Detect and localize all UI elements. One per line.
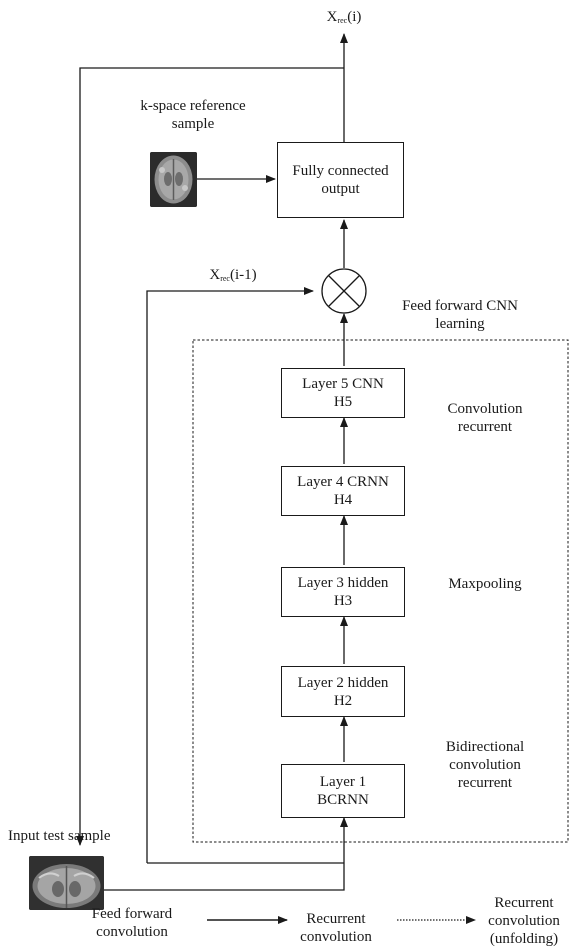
- layer-3-box: Layer 3 hidden H3: [281, 567, 405, 617]
- input-brain-image: [29, 856, 104, 910]
- input-to-layer1-arrow: [104, 817, 348, 891]
- input-label: Input test sample: [8, 828, 111, 844]
- layer-2-box: Layer 2 hidden H2: [281, 666, 405, 717]
- maxpooling-label: Maxpooling: [448, 576, 522, 592]
- convolution-recurrent-label: Convolution recurrent: [447, 401, 523, 435]
- output-label: Xrec(i): [326, 9, 362, 25]
- prev-output-label: Xrec(i-1): [209, 267, 257, 283]
- layer-1-box: Layer 1 BCRNN: [281, 764, 405, 818]
- reference-brain-image: [150, 152, 197, 207]
- feed-forward-region: [192, 339, 569, 843]
- bidirectional-label: Bidirectional convolution recurrent: [445, 739, 525, 791]
- fully-connected-box: Fully connected output: [277, 142, 404, 218]
- legend-recurrent: Recurrent convolution: [300, 911, 372, 945]
- prev-to-multiply-arrow: [146, 287, 314, 863]
- reference-label: k-space reference sample: [140, 98, 246, 132]
- legend-feed-forward: Feed forward convolution: [91, 906, 173, 940]
- region-title: Feed forward CNN learning: [402, 298, 518, 332]
- legend-unfolding: Recurrent convolution (unfolding): [488, 895, 560, 947]
- layer-4-box: Layer 4 CRNN H4: [281, 466, 405, 516]
- layer-5-box: Layer 5 CNN H5: [281, 368, 405, 418]
- feedback-to-input-arrow: [76, 67, 344, 846]
